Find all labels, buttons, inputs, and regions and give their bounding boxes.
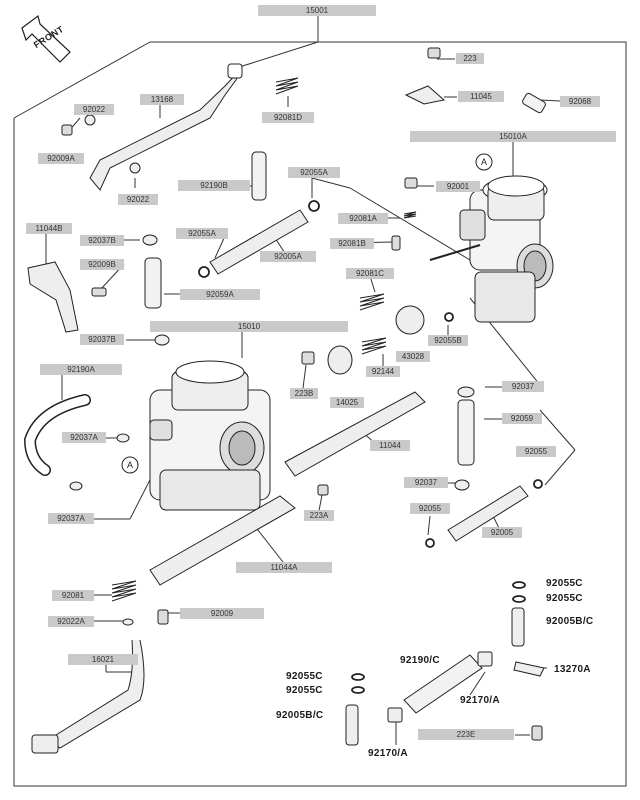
- bracket-11044a: [149, 495, 296, 586]
- hose-92190c: [403, 654, 483, 714]
- callout-92190c: 92190/C: [400, 655, 440, 666]
- callout-15010: 15010: [150, 321, 348, 332]
- callout-16021: 16021: [68, 654, 138, 665]
- callout-92005bc-left: 92005B/C: [276, 710, 324, 721]
- circle-a-left-label: A: [127, 460, 134, 470]
- callout-13270a: 13270A: [554, 664, 591, 675]
- callout-92009a: 92009A: [38, 153, 84, 164]
- spring-92081d: [275, 77, 299, 95]
- assembly-border: [13, 41, 627, 787]
- callout-92022-top: 92022: [74, 104, 114, 115]
- callout-92009: 92009: [180, 608, 264, 619]
- callout-92055c-2: 92055C: [546, 593, 583, 604]
- callout-92037b-top: 92037B: [80, 235, 124, 246]
- callout-92081: 92081: [52, 590, 94, 601]
- callout-92022-bottom: 92022: [118, 194, 158, 205]
- callout-92055a-top: 92055A: [288, 167, 340, 178]
- callout-92081b: 92081B: [330, 238, 374, 249]
- callout-92170a-left: 92170/A: [368, 748, 408, 759]
- orings: [198, 200, 543, 694]
- callout-92037a-top: 92037A: [62, 432, 106, 443]
- bracket-11044: [284, 391, 426, 477]
- spring-92081: [111, 580, 137, 602]
- callout-15001: 15001: [258, 5, 376, 16]
- callout-11044b: 11044B: [26, 223, 72, 234]
- callout-92055c-4: 92055C: [286, 685, 323, 696]
- hose-92059: [457, 399, 475, 466]
- callout-43028: 43028: [396, 351, 430, 362]
- hose-92068: [522, 92, 546, 114]
- callout-92059a: 92059A: [180, 289, 260, 300]
- callout-92055c-3: 92055C: [286, 671, 323, 682]
- callout-92022a: 92022A: [48, 616, 94, 627]
- callout-92001: 92001: [436, 181, 480, 192]
- clamp-92170a-left: [387, 707, 403, 723]
- ref-circle-a-top: [475, 153, 493, 171]
- callout-92005a: 92005A: [260, 251, 316, 262]
- carburetor-15010: [149, 360, 271, 511]
- front-label: FRONT: [31, 23, 66, 51]
- callout-223e: 223E: [418, 729, 514, 740]
- callout-13168: 13168: [140, 94, 184, 105]
- callout-92068: 92068: [560, 96, 600, 107]
- spring-92081c: [359, 293, 385, 311]
- callout-92037-mid: 92037: [404, 477, 448, 488]
- callout-92055c-1: 92055C: [546, 578, 583, 589]
- fitting-92005bc-right: [511, 607, 525, 647]
- ref-circle-a-left: [121, 456, 139, 474]
- callout-15010a: 15010A: [410, 131, 616, 142]
- throttle-linkage-13168: [89, 63, 243, 191]
- callout-92081c: 92081C: [346, 268, 394, 279]
- callout-14025: 14025: [330, 397, 364, 408]
- callout-92037-right: 92037: [502, 381, 544, 392]
- callout-92190b: 92190B: [178, 180, 250, 191]
- callout-92081d: 92081D: [262, 112, 314, 123]
- callout-223b: 223B: [290, 388, 318, 399]
- screws: [61, 47, 543, 741]
- callout-92081a: 92081A: [338, 213, 388, 224]
- callout-92055-right: 92055: [516, 446, 556, 457]
- callout-92055-mid: 92055: [410, 503, 450, 514]
- hose-92190b: [251, 151, 267, 201]
- callout-92144: 92144: [366, 366, 400, 377]
- front-badge: FRONT: [18, 18, 74, 62]
- spring-92081a: [403, 211, 417, 219]
- misc-parts: [69, 85, 545, 677]
- fitting-92005bc-left: [345, 704, 359, 746]
- callout-11044: 11044: [370, 440, 410, 451]
- callout-92005: 92005: [482, 527, 522, 538]
- border-top-left: [13, 41, 151, 119]
- callout-223: 223: [456, 53, 484, 64]
- hose-92059a: [144, 257, 162, 309]
- spring-92144: [361, 337, 387, 355]
- callout-223a: 223A: [304, 510, 334, 521]
- circle-a-top-label: A: [481, 157, 488, 167]
- callout-92055a-mid: 92055A: [176, 228, 228, 239]
- callout-92037a-bottom: 92037A: [48, 513, 94, 524]
- callout-11044a: 11044A: [236, 562, 332, 573]
- callout-11045: 11045: [458, 91, 504, 102]
- callout-92190a: 92190A: [40, 364, 122, 375]
- fitting-92005: [447, 485, 529, 542]
- fitting-92005a: [209, 209, 309, 275]
- callout-92055b: 92055B: [428, 335, 468, 346]
- carburetor-15010a: [429, 175, 554, 323]
- callout-92009b: 92009B: [80, 259, 124, 270]
- bracket-11044b: [27, 261, 79, 333]
- front-arrow-badge: [21, 14, 71, 63]
- callout-92059: 92059: [502, 413, 542, 424]
- callout-92005bc-right: 92005B/C: [546, 616, 594, 627]
- callout-92170a-right: 92170/A: [460, 695, 500, 706]
- clamp-92170a-right: [477, 651, 493, 667]
- callout-92037b-mid: 92037B: [80, 334, 124, 345]
